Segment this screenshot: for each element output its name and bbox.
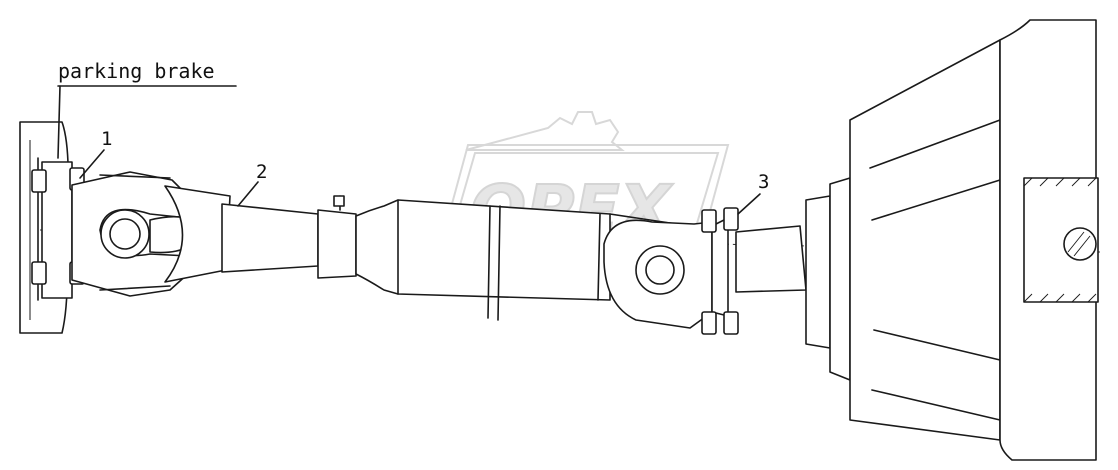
slip-tube: [355, 199, 691, 321]
callout-2: 2: [237, 161, 267, 207]
parking-brake-label: parking brake: [58, 59, 215, 83]
parking-brake-callout: parking brake: [57, 59, 237, 159]
section-hatching: [1023, 177, 1097, 303]
callout-3: 3: [737, 171, 769, 215]
left-universal-joint: [100, 185, 231, 283]
shaft-tube: [221, 195, 357, 279]
callout-3-number: 3: [758, 171, 769, 193]
axle-housing: [735, 19, 1099, 461]
callout-1-number: 1: [101, 128, 112, 150]
right-universal-joint: [603, 207, 739, 335]
left-flange-yoke: [31, 161, 193, 299]
callout-2-number: 2: [256, 161, 267, 183]
callout-1: 1: [79, 128, 112, 179]
